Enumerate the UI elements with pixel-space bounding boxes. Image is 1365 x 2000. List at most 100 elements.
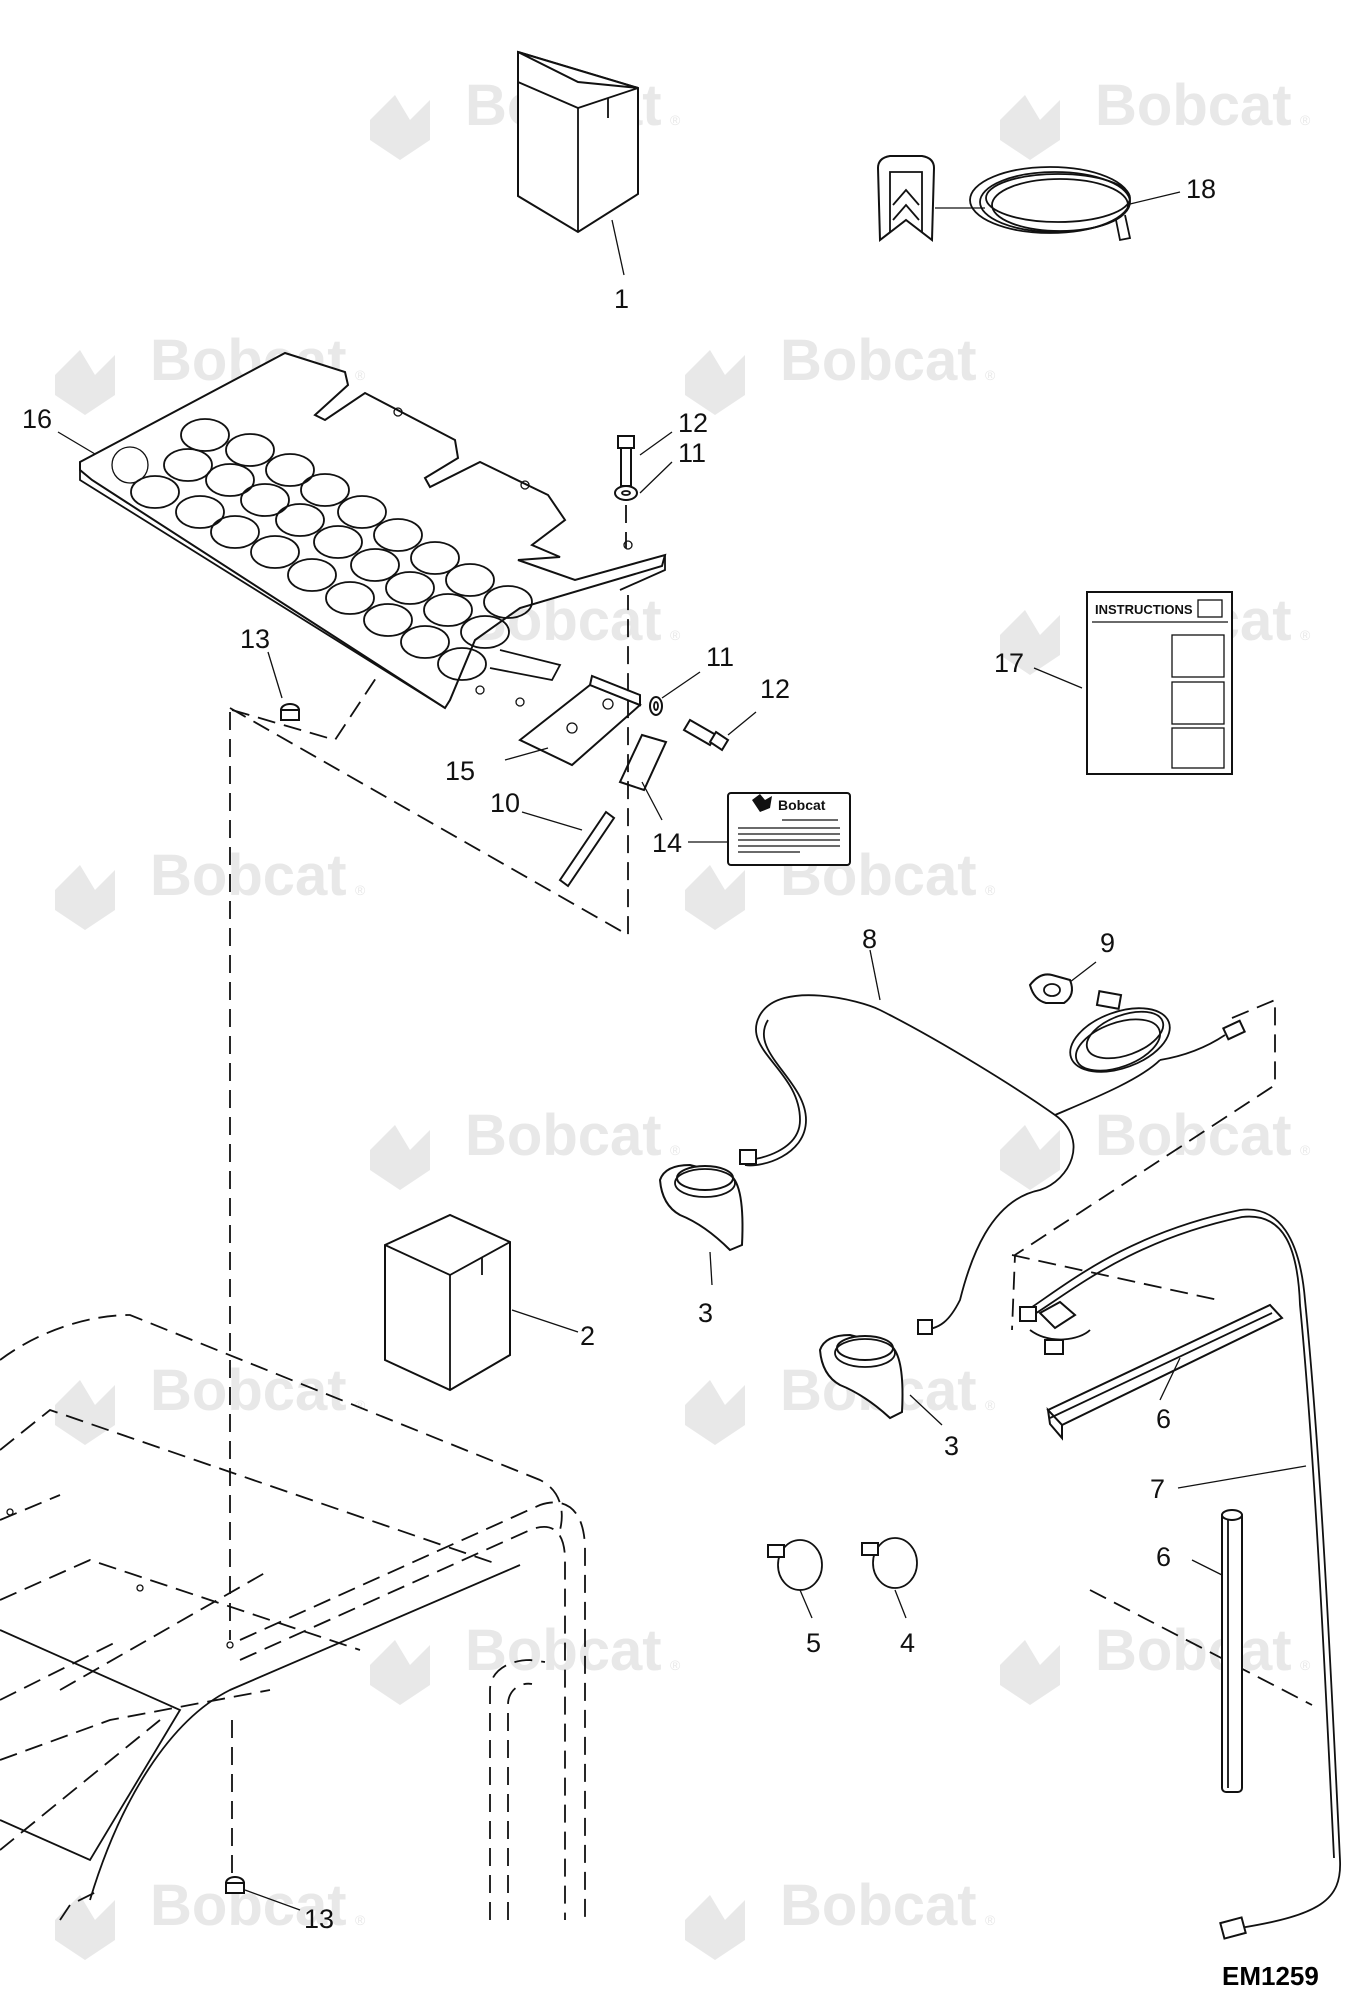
leader-5 <box>799 1589 813 1619</box>
decal-brand: Bobcat <box>778 797 826 813</box>
watermark: Bobcat ® <box>55 843 366 930</box>
watermark-text: Bobcat <box>780 1873 977 1938</box>
bobcat-logo-icon <box>1000 1125 1060 1190</box>
part-3-horn-upper <box>658 1163 744 1252</box>
leader-1 <box>611 219 625 276</box>
part-12-bolt-top <box>617 435 635 487</box>
callout-14: 14 <box>652 828 682 858</box>
leader-4 <box>894 1589 907 1619</box>
leader-10 <box>521 811 583 831</box>
watermark-mark: ® <box>355 1397 366 1413</box>
callout-12-side: 12 <box>760 674 790 704</box>
callout-6-lower: 6 <box>1156 1542 1171 1572</box>
part-13-nut-top <box>280 703 300 721</box>
callout-17: 17 <box>994 648 1024 678</box>
bobcat-logo-icon <box>55 1380 115 1445</box>
leader-14-pad <box>641 781 663 821</box>
watermark-mark: ® <box>670 112 681 128</box>
watermark-mark: ® <box>670 627 681 643</box>
callout-13-top: 13 <box>240 624 270 654</box>
watermark-mark: ® <box>355 1912 366 1928</box>
part-14-decal: Bobcat <box>727 792 851 866</box>
watermark: Bobcat ® <box>55 1358 366 1445</box>
leader-7 <box>1177 1465 1307 1489</box>
bobcat-logo-icon <box>1000 95 1060 160</box>
bobcat-logo-icon <box>752 794 772 812</box>
watermark: Bobcat ® <box>1000 1103 1311 1190</box>
leader-13-top <box>267 651 283 699</box>
part-10-strip <box>558 810 616 888</box>
watermark-mark: ® <box>670 1142 681 1158</box>
watermark-text: Bobcat <box>465 1618 662 1683</box>
part-7-wire <box>1019 1208 1341 1940</box>
leader-13-bottom <box>244 1889 301 1911</box>
callout-2: 2 <box>580 1321 595 1351</box>
watermark-text: Bobcat <box>1095 1103 1292 1168</box>
bobcat-logo-icon <box>685 1380 745 1445</box>
callout-5: 5 <box>806 1628 821 1658</box>
watermark-text: Bobcat <box>1095 73 1292 138</box>
watermark-mark: ® <box>670 1657 681 1673</box>
part-17-instructions: INSTRUCTIONS <box>1086 591 1233 775</box>
part-18-edge-trim-hose <box>876 155 1132 242</box>
leader-8 <box>869 949 881 1001</box>
bobcat-logo-icon <box>55 865 115 930</box>
part-14-pad <box>618 733 668 792</box>
callout-15: 15 <box>445 756 475 786</box>
leader-15 <box>504 747 549 761</box>
watermark: Bobcat ® <box>55 1873 366 1960</box>
leader-18 <box>1129 191 1181 205</box>
watermark: Bobcat ® <box>370 1618 681 1705</box>
part-8-harness <box>739 990 1247 1335</box>
leader-16 <box>57 431 96 455</box>
watermark-mark: ® <box>1300 1142 1311 1158</box>
bobcat-logo-icon <box>685 350 745 415</box>
leader-3-upper <box>709 1251 713 1286</box>
watermark-text: Bobcat <box>150 843 347 908</box>
bobcat-logo-icon <box>55 1895 115 1960</box>
watermark-mark: ® <box>985 367 996 383</box>
part-16-mounting-plate <box>79 351 667 710</box>
leader-9 <box>1069 961 1097 983</box>
watermark: Bobcat ® <box>685 1873 996 1960</box>
watermark-text: Bobcat <box>150 1358 347 1423</box>
watermark-text: Bobcat <box>1095 1618 1292 1683</box>
callout-6-upper: 6 <box>1156 1404 1171 1434</box>
callout-11-top: 11 <box>678 438 706 468</box>
callout-3-upper: 3 <box>698 1298 713 1328</box>
callout-13-bottom: 13 <box>304 1904 334 1934</box>
leader-6-upper <box>1159 1357 1181 1401</box>
bobcat-logo-icon <box>685 865 745 930</box>
part-2-box <box>384 1213 511 1392</box>
part-3-horn-lower <box>818 1333 904 1420</box>
bobcat-logo-icon <box>1000 1640 1060 1705</box>
callout-16: 16 <box>22 404 52 434</box>
watermark: Bobcat ® <box>685 328 996 415</box>
leader-12-side <box>727 711 757 736</box>
watermark-text: Bobcat <box>465 1103 662 1168</box>
part-6-channel-upper <box>1046 1303 1284 1441</box>
part-11-washer-top <box>614 485 638 501</box>
part-9-grommet <box>1028 973 1073 1004</box>
leader-2 <box>511 1309 579 1333</box>
bobcat-logo-icon <box>370 1125 430 1190</box>
leader-6-lower <box>1191 1559 1223 1576</box>
bobcat-logo-icon <box>685 1895 745 1960</box>
instructions-heading: INSTRUCTIONS <box>1095 602 1193 617</box>
leader-17 <box>1033 667 1083 689</box>
bobcat-logo-icon <box>370 1640 430 1705</box>
watermark: Bobcat ® <box>1000 1618 1311 1705</box>
watermark-mark: ® <box>1300 627 1311 643</box>
callout-4: 4 <box>900 1628 915 1658</box>
watermark-mark: ® <box>355 367 366 383</box>
part-1-box <box>517 50 639 234</box>
callout-12-top: 12 <box>678 408 708 438</box>
leader-3-lower <box>909 1394 943 1426</box>
bobcat-logo-icon <box>370 95 430 160</box>
callout-18: 18 <box>1186 174 1216 204</box>
part-6-channel-lower <box>1221 1509 1243 1793</box>
part-11-washer-side <box>649 696 663 716</box>
callout-1: 1 <box>614 284 629 314</box>
leader-12-top <box>639 431 673 456</box>
